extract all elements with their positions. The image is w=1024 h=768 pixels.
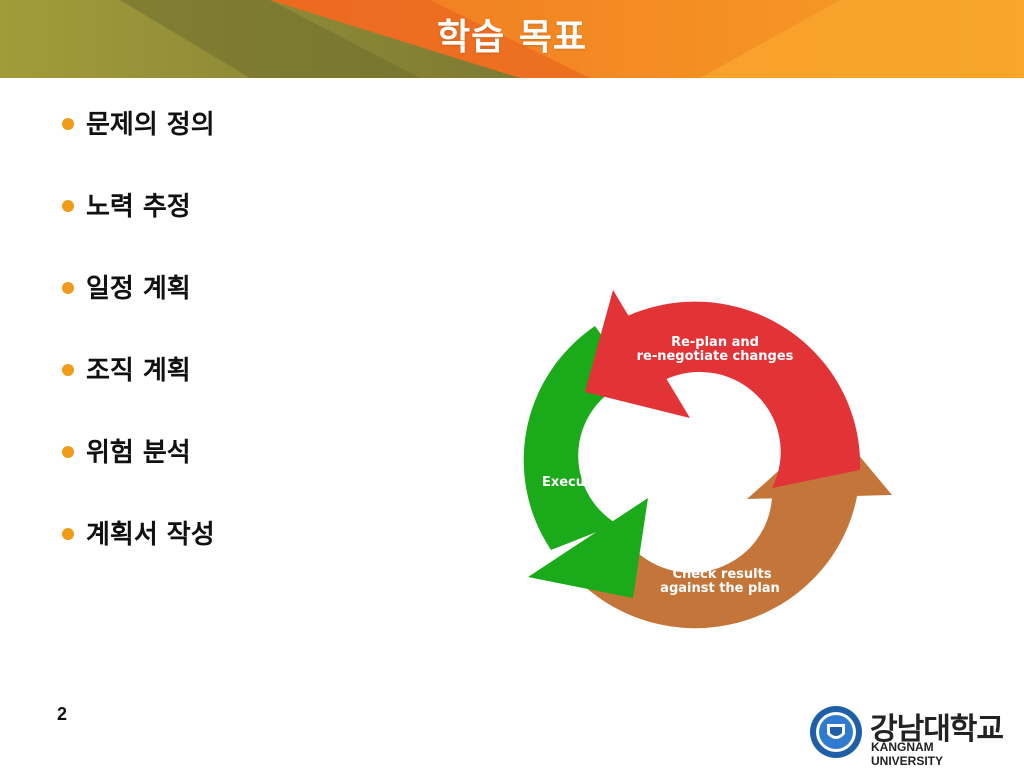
objective-item: 계획서 작성 [62,514,215,596]
objective-text: 위험 분석 [86,438,191,468]
check-arrow [575,470,860,629]
replan-label-line1: Re-plan and [671,335,759,350]
replan-arrowhead [585,290,690,418]
page-number: 2 [57,704,68,724]
objective-text: 계획서 작성 [86,520,215,550]
slide-title: 학습 목표 [436,17,587,58]
objective-text: 문제의 정의 [86,110,215,140]
objectives-list: 문제의 정의 노력 추정 일정 계획 조직 계획 위험 분석 계획서 작성 [62,104,215,596]
plan-cycle-diagram: Re-plan and re-negotiate changes Execute… [523,290,892,629]
objective-item: 일정 계획 [62,268,215,350]
replan-arrow [623,301,861,488]
objective-item: 위험 분석 [62,432,215,514]
bullet-icon [62,282,74,294]
objective-item: 노력 추정 [62,186,215,268]
title-banner: 학습 목표 [0,0,1024,78]
objective-item: 조직 계획 [62,350,215,432]
check-label-line2: against the plan [660,581,780,596]
execute-label: Execute [542,475,600,490]
university-emblem-icon [810,706,862,758]
replan-label-line2: re-negotiate changes [637,349,794,364]
objective-text: 노력 추정 [86,192,191,222]
banner-graphic [0,0,1024,78]
objective-item: 문제의 정의 [62,104,215,186]
logo-korean-name: 강남대학교 [870,712,1004,747]
objective-text: 일정 계획 [86,274,191,304]
bullet-icon [62,364,74,376]
bullet-icon [62,528,74,540]
university-logo: 강남대학교 KANGNAM UNIVERSITY [808,704,1008,768]
bullet-icon [62,446,74,458]
bullet-icon [62,200,74,212]
execute-arrowhead [528,498,648,598]
bullet-icon [62,118,74,130]
logo-english-name: KANGNAM UNIVERSITY [871,740,944,768]
objective-text: 조직 계획 [86,356,191,386]
check-label-line1: Check results [672,567,771,582]
